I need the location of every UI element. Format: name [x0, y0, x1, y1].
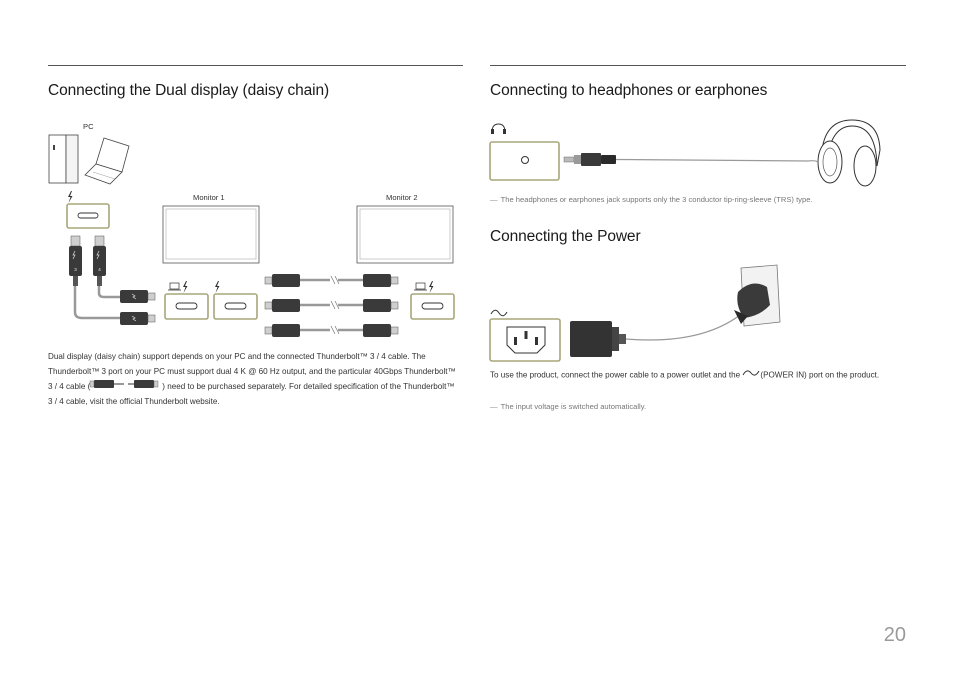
- tb-cable-to-monitor1-b: [120, 312, 156, 325]
- daisy-chain-cables: [264, 274, 399, 337]
- headphones-illustration: [807, 119, 881, 187]
- power-note-text: The input voltage is switched automatica…: [500, 402, 647, 411]
- monitor1-label: Monitor 1: [193, 193, 225, 202]
- headphones-icon: [491, 123, 506, 134]
- cable-number-4: 4: [98, 267, 101, 272]
- daisy-chain-paragraph-part2: ) need to be purchased separately. For d…: [48, 381, 455, 406]
- thunderbolt-icon: [68, 191, 73, 203]
- daisy-chain-paragraph-part1: Dual display (daisy chain) support depen…: [48, 352, 456, 391]
- power-note: ―The input voltage is switched automatic…: [490, 401, 910, 413]
- wall-outlet-plug: [734, 264, 781, 327]
- thunderbolt-icon: [215, 281, 220, 293]
- thunderbolt-icon: [183, 281, 188, 293]
- inline-cable-icon: [90, 379, 162, 395]
- headphones-note-text: The headphones or earphones jack support…: [500, 195, 813, 204]
- headphones-heading: Connecting to headphones or earphones: [490, 82, 768, 99]
- tb-connector-4: [93, 235, 106, 286]
- page-number: 20: [883, 624, 906, 646]
- pc-label: PC: [83, 122, 94, 131]
- daisy-chain-heading: Connecting the Dual display (daisy chain…: [48, 82, 330, 99]
- laptop-icon: [414, 282, 427, 291]
- thunderbolt-icon: [429, 281, 434, 293]
- ac-power-icon: [490, 309, 508, 317]
- cable-number-3: 3: [74, 267, 77, 272]
- monitor1-illustration: [162, 205, 260, 264]
- right-top-rule: [490, 65, 906, 66]
- tb-cable-to-monitor1-a: [120, 290, 156, 303]
- power-plug-icon: [570, 314, 741, 357]
- headphone-plug: [563, 153, 809, 166]
- pc-tower-icon: [48, 134, 79, 184]
- left-top-rule: [48, 65, 463, 66]
- laptop-icon: [168, 282, 181, 291]
- power-heading: Connecting the Power: [490, 228, 641, 245]
- power-paragraph-part2: (POWER IN) port on the product.: [760, 370, 880, 380]
- power-paragraph-part1: To use the product, connect the power ca…: [490, 370, 741, 380]
- monitor2-illustration: [356, 205, 454, 264]
- daisy-chain-paragraph: Dual display (daisy chain) support depen…: [48, 350, 458, 409]
- note-dash: ―: [490, 402, 498, 411]
- headphones-note: ―The headphones or earphones jack suppor…: [490, 194, 910, 206]
- laptop-icon: [84, 137, 130, 185]
- monitor2-label: Monitor 2: [386, 193, 418, 202]
- note-dash: ―: [490, 195, 498, 204]
- power-paragraph: To use the product, connect the power ca…: [490, 368, 905, 383]
- ac-power-icon: [742, 368, 760, 383]
- tb-connector-3: [69, 235, 82, 286]
